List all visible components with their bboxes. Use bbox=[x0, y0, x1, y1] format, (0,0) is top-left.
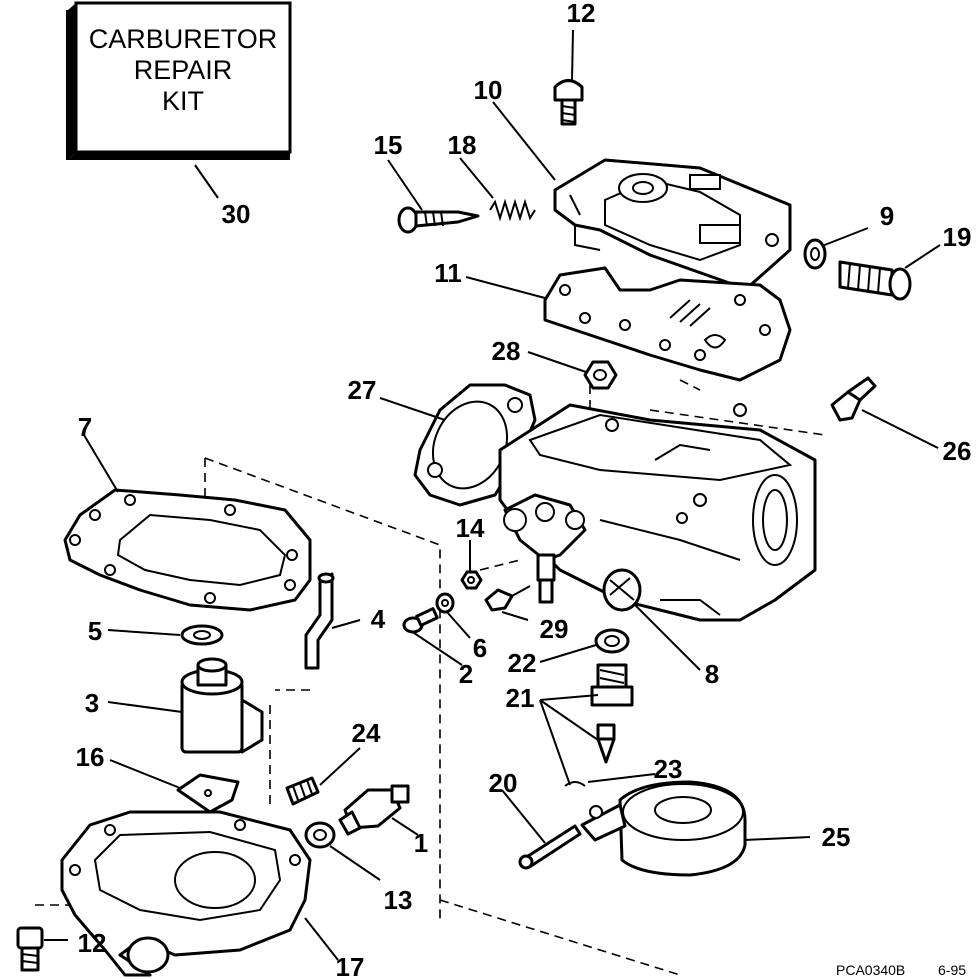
needle-seat-21 bbox=[590, 663, 634, 764]
callout-12-bottom: 12 bbox=[78, 928, 107, 958]
callout-16: 16 bbox=[76, 742, 105, 772]
callout-26: 26 bbox=[943, 436, 972, 466]
callout-15: 15 bbox=[374, 130, 403, 160]
screw-12-top bbox=[553, 79, 584, 126]
callout-7: 7 bbox=[78, 412, 92, 442]
spring-18 bbox=[489, 198, 536, 222]
washer-13 bbox=[304, 821, 336, 849]
callout-6: 6 bbox=[473, 633, 487, 663]
plate-16 bbox=[176, 773, 240, 814]
figure-date: 6-95 bbox=[938, 962, 966, 978]
valve-1 bbox=[338, 784, 410, 836]
washer-5 bbox=[180, 624, 224, 646]
carb-cover-10 bbox=[553, 158, 792, 292]
clip-23 bbox=[564, 781, 586, 787]
nut-28 bbox=[583, 360, 618, 390]
callout-28: 28 bbox=[492, 336, 521, 366]
leader-lines bbox=[44, 29, 941, 961]
screw-12-bottom bbox=[16, 926, 44, 972]
callout-25: 25 bbox=[822, 822, 851, 852]
kit-label-line1: CARBURETOR bbox=[89, 24, 278, 54]
callout-14: 14 bbox=[456, 513, 485, 543]
screw-2 bbox=[402, 607, 439, 634]
callout-12-top: 12 bbox=[567, 0, 596, 28]
float-bowl-17 bbox=[60, 810, 312, 977]
callout-27: 27 bbox=[348, 375, 377, 405]
figure-code: PCA0340B bbox=[836, 962, 905, 978]
callout-17: 17 bbox=[336, 952, 365, 979]
repair-kit-box: CARBURETOR REPAIR KIT bbox=[66, 1, 292, 160]
callout-8: 8 bbox=[705, 659, 719, 689]
float-25 bbox=[580, 780, 747, 877]
float-pin-20 bbox=[518, 824, 582, 870]
callout-30: 30 bbox=[222, 199, 251, 229]
callout-4: 4 bbox=[371, 604, 386, 634]
tube-4 bbox=[304, 572, 335, 670]
callout-numbers: 30 12 10 15 18 9 19 11 28 27 26 7 14 29 … bbox=[76, 0, 972, 979]
screw-19 bbox=[838, 260, 912, 301]
assembly-dashed-lines bbox=[35, 379, 826, 976]
gasket-27 bbox=[413, 383, 537, 507]
callout-18: 18 bbox=[448, 130, 477, 160]
link-clip-29 bbox=[484, 585, 531, 612]
callout-10: 10 bbox=[474, 75, 503, 105]
callout-21: 21 bbox=[506, 683, 535, 713]
callout-19: 19 bbox=[943, 222, 972, 252]
callout-13: 13 bbox=[384, 885, 413, 915]
nut-14 bbox=[460, 570, 483, 590]
kit-label-line3: KIT bbox=[162, 86, 204, 116]
washer-9 bbox=[803, 238, 827, 270]
callout-5: 5 bbox=[88, 616, 102, 646]
callout-24: 24 bbox=[352, 718, 381, 748]
gasket-7 bbox=[63, 488, 312, 612]
fitting-26 bbox=[830, 376, 877, 422]
kit-label-line2: REPAIR bbox=[134, 55, 233, 85]
pump-3 bbox=[180, 657, 264, 754]
washer-22 bbox=[594, 628, 630, 654]
callout-23: 23 bbox=[654, 754, 683, 784]
carburetor-body bbox=[498, 403, 817, 622]
needle-screw-15 bbox=[397, 206, 480, 234]
callout-9: 9 bbox=[880, 201, 894, 231]
callout-29: 29 bbox=[540, 614, 569, 644]
gasket-11 bbox=[543, 266, 792, 382]
callout-2: 2 bbox=[459, 659, 473, 689]
callout-22: 22 bbox=[508, 648, 537, 678]
washer-6 bbox=[435, 592, 455, 614]
callout-11: 11 bbox=[434, 258, 462, 288]
callout-20: 20 bbox=[489, 768, 518, 798]
callout-3: 3 bbox=[85, 688, 99, 718]
figure-footer: PCA0340B 6-95 bbox=[836, 962, 966, 978]
spring-24 bbox=[285, 776, 320, 806]
callout-1: 1 bbox=[414, 828, 428, 858]
